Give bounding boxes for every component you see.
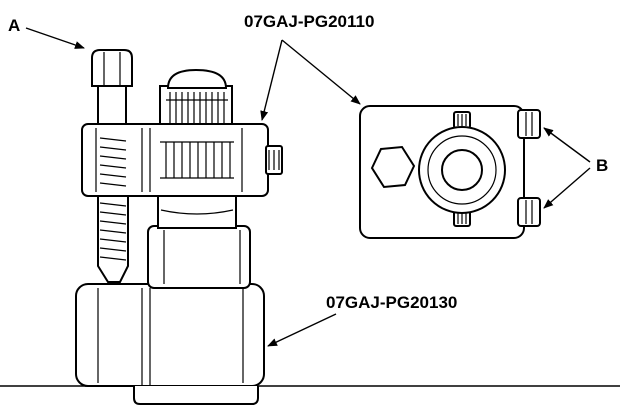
holder-top-view [359, 105, 541, 239]
splined-shaft [159, 68, 233, 129]
label-a: A [8, 16, 21, 35]
leader-b-upper [543, 127, 591, 163]
leader-bottom [267, 313, 337, 347]
holder-bar [81, 123, 283, 197]
label-b: B [596, 156, 609, 175]
label-part-top: 07GAJ-PG20110 [244, 12, 375, 31]
leader-top-to-detail [281, 39, 361, 105]
leader-b-lower [543, 167, 591, 209]
spindle-body [147, 195, 251, 289]
bolt-a [91, 49, 133, 283]
leader-top-to-bar [260, 39, 283, 121]
label-part-bottom: 07GAJ-PG20130 [326, 293, 458, 312]
base-fixture [75, 283, 265, 405]
leader-a [25, 27, 85, 49]
